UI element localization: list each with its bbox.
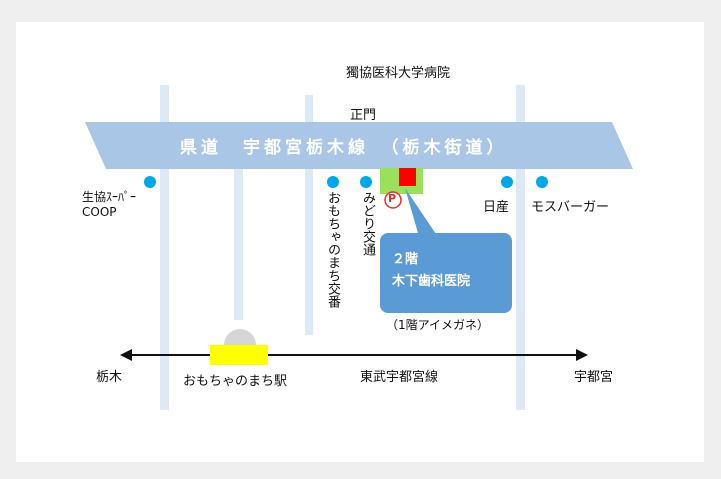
prefectural-road	[85, 122, 633, 169]
clinic-name-label: 木下歯科医院	[392, 274, 471, 289]
landmark-dot-omocha-police	[327, 176, 339, 188]
parking-icon	[384, 191, 402, 209]
landmark-dot-coop	[144, 176, 156, 188]
coop-label: 生協ｽｰﾊﾟｰ	[82, 190, 137, 204]
map-frame	[16, 22, 704, 462]
main-gate-label: 正門	[350, 108, 377, 123]
clinic-sub-label: （1階アイメガネ）	[386, 318, 490, 332]
parking-label: P	[388, 192, 397, 205]
railway-line-label: 東武宇都宮線	[360, 370, 439, 385]
clinic-callout	[380, 233, 512, 313]
station-label: おもちゃのまち駅	[183, 374, 288, 389]
landmark-dot-midori	[360, 176, 372, 188]
side-road-center	[234, 165, 243, 320]
omocha-police-label: おもちゃのまち交番	[325, 191, 340, 308]
hospital-label: 獨協医科大学病院	[346, 66, 451, 81]
nissan-label: 日産	[483, 200, 510, 215]
station-block	[210, 345, 268, 365]
railway-arrow-left	[120, 349, 132, 361]
callout-pointer	[405, 188, 440, 240]
station-dome	[224, 329, 256, 345]
route-name: 県道 宇都宮栃木線 （栃木街道）	[180, 138, 508, 158]
coop-label-2: COOP	[82, 205, 117, 219]
utsunomiya-label: 宇都宮	[574, 370, 614, 385]
mos-label: モスバーガー	[531, 200, 610, 215]
side-road-left	[160, 85, 169, 410]
side-road-mid	[305, 95, 313, 335]
railway-arrow-right	[576, 349, 588, 361]
landmark-dot-mos	[536, 176, 548, 188]
tochigi-label: 栃木	[96, 370, 123, 385]
midori-police-label: みどり交通	[360, 191, 375, 256]
clinic-floor-label: ２階	[392, 252, 419, 267]
landmark-dot-nissan	[501, 176, 513, 188]
clinic-marker	[399, 168, 416, 186]
side-road-right	[516, 85, 525, 410]
